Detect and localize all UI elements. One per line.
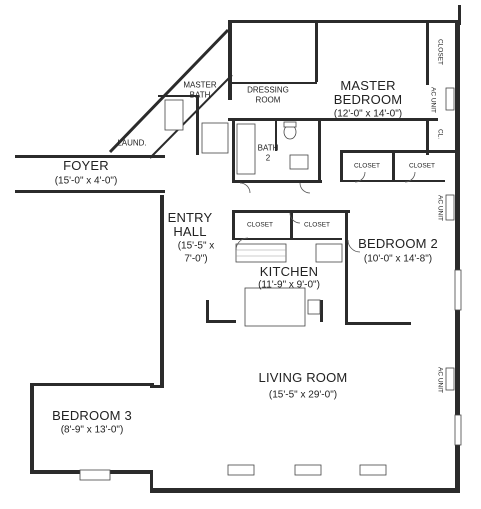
- entry-hall-label-1: ENTRY: [167, 209, 213, 225]
- bedroom3-dims: (8'-9" x 13'-0"): [60, 424, 124, 436]
- laundry-label: LAUND.: [117, 138, 147, 148]
- entry-hall-label-2: HALL: [173, 223, 207, 239]
- windows: [79, 269, 462, 481]
- living-room-dims: (15'-5" x 29'-0"): [268, 389, 338, 401]
- kitchen-dims: (11'-9" x 9'-0"): [258, 279, 320, 291]
- bath2-label-2: 2: [265, 153, 271, 163]
- bath2-label-1: BATH: [257, 143, 279, 153]
- master-bedroom-dims: (12'-0" x 14'-0"): [333, 108, 403, 120]
- door-swings: [235, 171, 416, 253]
- closet-bedroom-right-label: CLOSET: [408, 162, 436, 170]
- ac-unit-bedroom2-label: AC UNIT: [436, 195, 444, 221]
- closet-bedroom-left-label: CLOSET: [353, 162, 381, 170]
- living-room-label: LIVING ROOM: [258, 369, 348, 385]
- ac-unit-living-label: AC UNIT: [436, 367, 444, 393]
- dressing-room-label-1: DRESSING: [247, 85, 289, 95]
- master-bath-label-1: MASTER: [183, 80, 217, 90]
- entry-hall-dims-2: 7'-0"): [184, 253, 208, 265]
- master-bedroom-label-1: MASTER: [340, 77, 396, 93]
- kitchen-label: KITCHEN: [259, 263, 319, 279]
- foyer-dims: (15'-0" x 4'-0"): [54, 175, 118, 187]
- interior-walls: [158, 20, 458, 325]
- master-bedroom-label-2: BEDROOM: [333, 91, 403, 107]
- bedroom3-label: BEDROOM 3: [52, 407, 132, 423]
- bedroom2-dims: (10'-0" x 14'-8"): [363, 253, 433, 265]
- entry-hall-dims-1: (15'-5" x: [177, 240, 215, 252]
- ac-unit-master-label: AC UNIT: [429, 87, 437, 113]
- closet-master-cl-label: CL.: [436, 128, 444, 140]
- fixtures: [164, 87, 455, 391]
- closet-hall-left-label: CLOSET: [246, 221, 274, 229]
- foyer-label: FOYER: [63, 157, 109, 173]
- dressing-room-label-2: ROOM: [255, 95, 281, 105]
- bedroom2-label: BEDROOM 2: [358, 235, 438, 251]
- closet-master-top-label: CLOSET: [436, 38, 444, 66]
- master-bath-label-2: BATH: [189, 90, 211, 100]
- closet-hall-right-label: CLOSET: [303, 221, 331, 229]
